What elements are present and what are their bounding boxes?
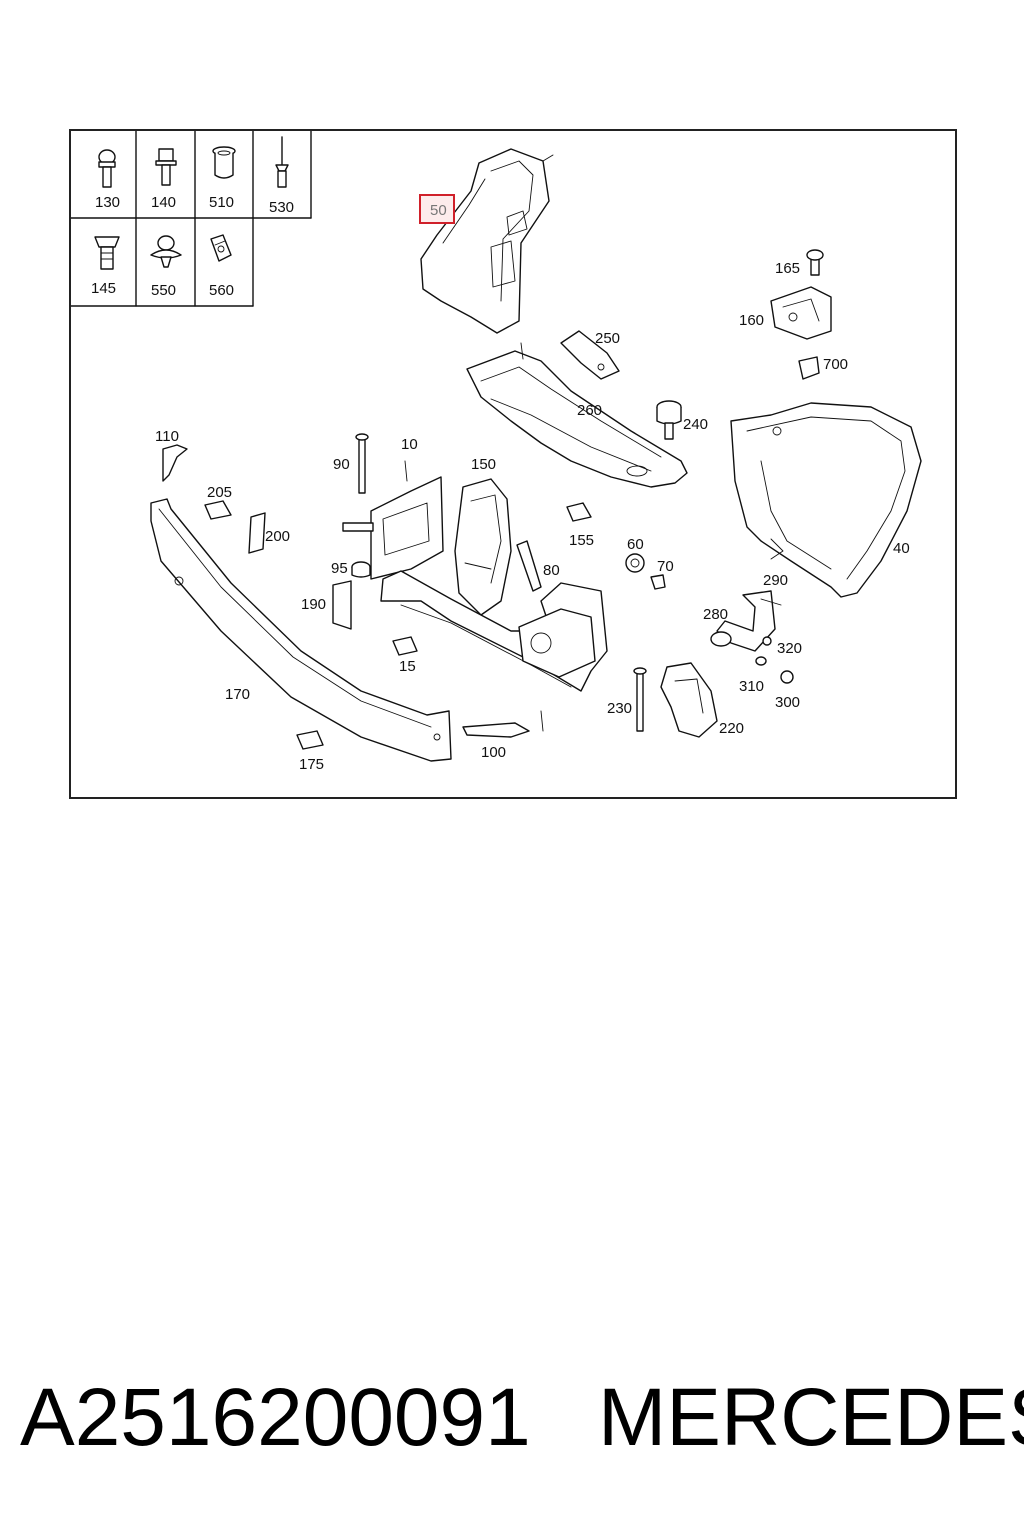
callout-150: 150	[471, 456, 496, 473]
part-310-washer	[755, 656, 767, 666]
callout-50[interactable]: 50	[430, 202, 447, 219]
fastener-label-510: 510	[209, 194, 234, 211]
part-number: A2516200091	[20, 1372, 531, 1463]
diagram-canvas: 130 140 510 530 145 550 560 50	[71, 131, 922, 773]
part-250-bracket	[560, 330, 620, 380]
callout-15: 15	[399, 658, 416, 675]
fastener-label-560: 560	[209, 282, 234, 299]
blind-rivet-icon	[275, 136, 289, 188]
push-clip-icon	[150, 235, 182, 268]
part-100-trim	[462, 722, 530, 738]
callout-labels: 165 160 700 250 260 240 110 10 90 150 20…	[155, 260, 910, 773]
part-10-lock-carrier	[342, 460, 444, 580]
part-95-grommet	[351, 561, 371, 578]
callout-60: 60	[627, 536, 644, 553]
part-220-bracket	[660, 662, 718, 738]
callout-310: 310	[739, 678, 764, 695]
callout-165: 165	[775, 260, 800, 277]
callout-50-highlight[interactable]	[419, 194, 455, 224]
callout-250: 250	[595, 330, 620, 347]
callout-170: 170	[225, 686, 250, 703]
stud-bolt-icon	[94, 236, 120, 270]
callout-10: 10	[401, 436, 418, 453]
bolt-icon	[155, 148, 177, 186]
part-240-buffer	[656, 400, 682, 440]
part-150-side-member	[454, 478, 512, 616]
callout-260: 260	[577, 402, 602, 419]
part-110-trim	[162, 444, 188, 482]
callout-90: 90	[333, 456, 350, 473]
callout-240: 240	[683, 416, 708, 433]
brand-name: MERCEDES	[598, 1372, 1024, 1463]
rivet-nut-icon	[212, 146, 236, 179]
fastener-label-140: 140	[151, 194, 176, 211]
fastener-label-130: 130	[95, 194, 120, 211]
part-300-bolt	[780, 670, 794, 684]
callout-280: 280	[703, 606, 728, 623]
callout-200: 200	[265, 528, 290, 545]
part-230-bolt	[633, 667, 647, 732]
part-260-cross-member	[466, 342, 688, 488]
callout-220: 220	[719, 720, 744, 737]
callout-110: 110	[155, 428, 179, 445]
part-50-side-member	[420, 148, 554, 334]
part-160-latch-bracket	[770, 249, 832, 380]
callout-700: 700	[823, 356, 848, 373]
part-155-clip	[566, 502, 592, 522]
part-205-clip	[204, 500, 232, 520]
callout-160: 160	[739, 312, 764, 329]
callout-100: 100	[481, 744, 506, 761]
callout-290: 290	[763, 572, 788, 589]
callout-205: 205	[207, 484, 232, 501]
callout-230: 230	[607, 700, 632, 717]
callout-95: 95	[331, 560, 348, 577]
callout-40: 40	[893, 540, 910, 557]
caption-bar: A2516200091 MERCEDES	[0, 1372, 1024, 1472]
lower-carrier	[380, 570, 608, 732]
callout-300: 300	[775, 694, 800, 711]
fastener-label-530: 530	[269, 199, 294, 216]
parts-diagram: 130 140 510 530 145 550 560 50	[69, 129, 957, 799]
part-190-bracket	[332, 580, 352, 630]
part-320-nut	[762, 636, 772, 646]
callout-155: 155	[569, 532, 594, 549]
callout-175: 175	[299, 756, 324, 773]
part-170-bumper-beam	[150, 498, 452, 762]
part-90-bolt	[355, 433, 369, 494]
part-280-hinge	[710, 590, 782, 652]
part-80-strut	[516, 540, 542, 592]
fastener-table: 130 140 510 530 145 550 560	[71, 131, 312, 307]
fastener-label-145: 145	[91, 280, 116, 297]
part-15-clip	[392, 636, 418, 656]
part-200-bracket	[248, 512, 266, 554]
part-175-clip	[296, 730, 324, 750]
part-60-bushing	[625, 553, 645, 573]
part-70-bolt	[650, 574, 666, 590]
bolt-icon	[98, 149, 116, 188]
callout-80: 80	[543, 562, 560, 579]
callout-190: 190	[301, 596, 326, 613]
part-40-front-frame	[730, 402, 922, 598]
fastener-label-550: 550	[151, 282, 176, 299]
callout-70: 70	[657, 558, 674, 575]
callout-320: 320	[777, 640, 802, 657]
clip-nut-icon	[210, 234, 232, 262]
